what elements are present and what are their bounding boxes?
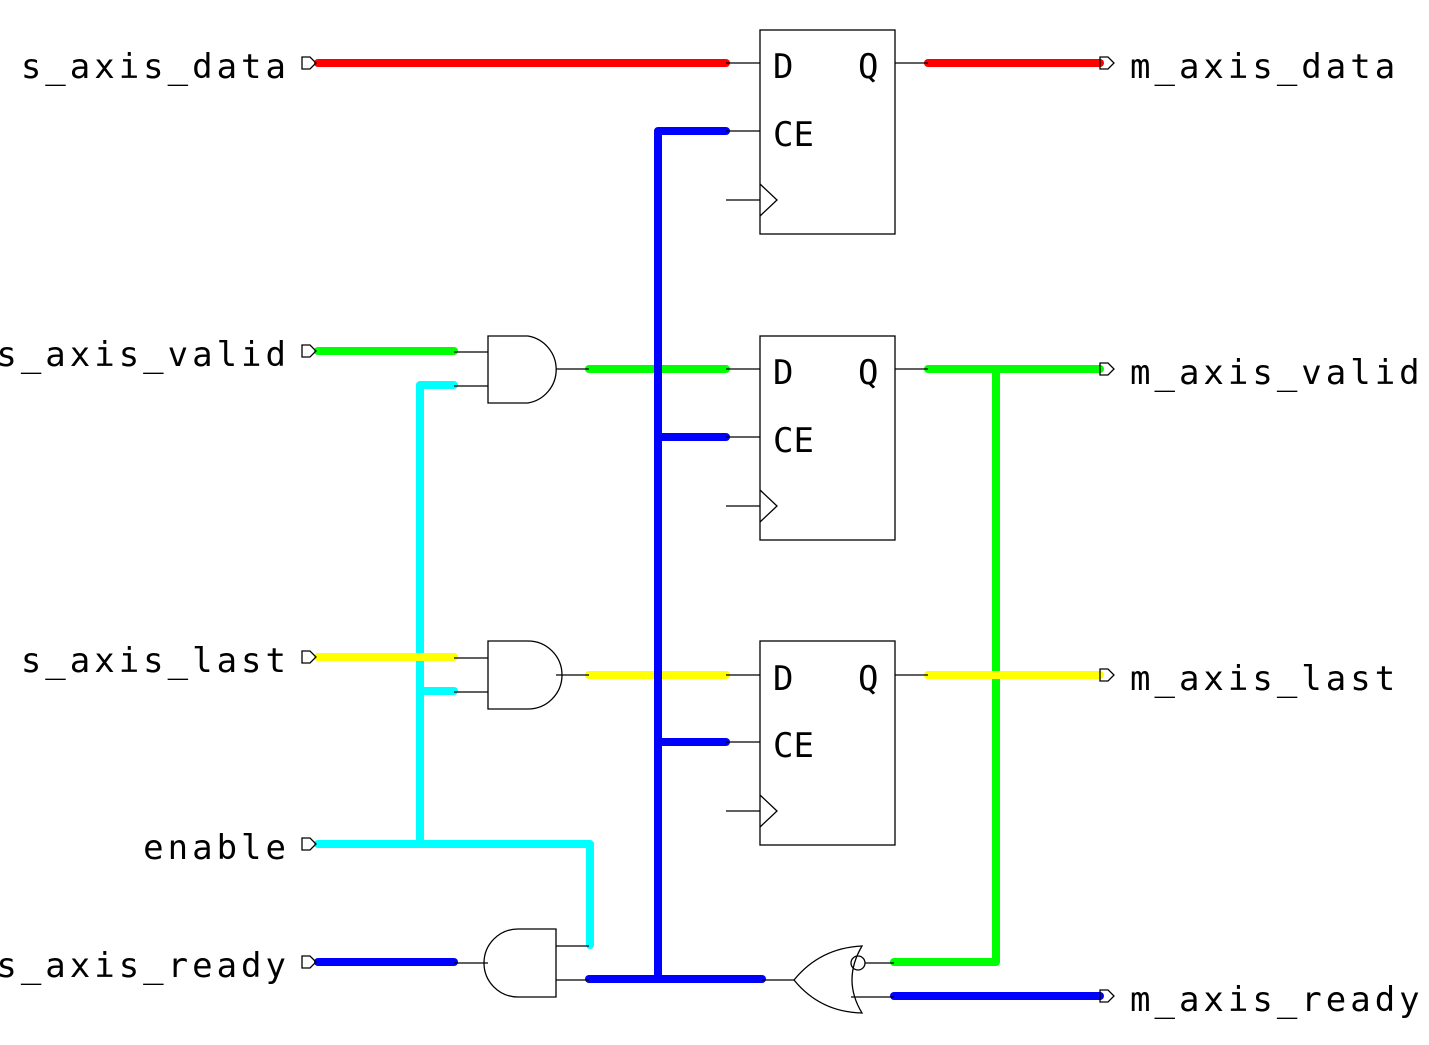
- and-gate-icon: [487, 640, 563, 710]
- port-label: s_axis_ready: [0, 946, 290, 986]
- wire-enable-main: [314, 840, 594, 949]
- port-label: s_axis_valid: [0, 335, 290, 375]
- net-ce: [314, 127, 1104, 1000]
- pin-ce: CE: [773, 115, 814, 155]
- port-arrow-icon: [301, 955, 317, 969]
- and-gate-last: [454, 640, 589, 710]
- port-arrow-icon: [301, 837, 317, 851]
- pin-q: Q: [858, 659, 878, 699]
- port-arrow-icon: [1099, 668, 1115, 682]
- pin-q: Q: [858, 47, 878, 87]
- input-port-enable: enable: [143, 828, 317, 868]
- output-port-m-axis-valid: m_axis_valid: [1099, 353, 1424, 393]
- port-arrow-icon: [1099, 989, 1115, 1003]
- port-label: m_axis_last: [1130, 659, 1399, 699]
- port-label: s_axis_last: [21, 641, 290, 681]
- flipflop-data: D Q CE: [726, 29, 928, 235]
- output-port-m-axis-data: m_axis_data: [1099, 47, 1399, 87]
- and-gate-icon: [483, 928, 557, 998]
- clock-triangle-icon: [759, 489, 778, 523]
- net-last: [314, 653, 1104, 679]
- or-gate-icon: [793, 945, 864, 1014]
- flipflop-last: D Q CE: [726, 640, 928, 846]
- port-arrow-icon: [301, 56, 317, 70]
- port-arrow-icon: [1099, 362, 1115, 376]
- or-gate-ready: [762, 945, 894, 1014]
- port-label: m_axis_ready: [1130, 980, 1424, 1020]
- flipflop-body: [759, 29, 896, 235]
- wire-ce-trunk: [654, 127, 730, 983]
- wire-valid-feedback: [890, 365, 1000, 966]
- pin-d: D: [773, 47, 793, 87]
- port-label: m_axis_data: [1130, 47, 1399, 87]
- input-port-s-axis-data: s_axis_data: [21, 47, 317, 87]
- port-label: enable: [143, 828, 290, 868]
- port-arrow-icon: [1099, 56, 1115, 70]
- and-gate-valid: [454, 335, 589, 404]
- wire-enable-trunk: [416, 381, 458, 848]
- port-label: s_axis_data: [21, 47, 290, 87]
- pin-d: D: [773, 659, 793, 699]
- pin-ce: CE: [773, 726, 814, 766]
- net-enable: [314, 381, 594, 949]
- input-port-s-axis-valid: s_axis_valid: [0, 335, 317, 375]
- inverter-bubble-icon: [850, 955, 866, 971]
- pin-q: Q: [858, 353, 878, 393]
- output-port-m-axis-last: m_axis_last: [1099, 659, 1399, 699]
- and-gate-icon: [487, 335, 557, 404]
- clock-triangle-icon: [759, 183, 778, 217]
- pin-ce: CE: [773, 421, 814, 461]
- output-port-m-axis-ready: m_axis_ready: [1099, 980, 1424, 1020]
- port-arrow-icon: [301, 650, 317, 664]
- flipflop-body: [759, 335, 896, 541]
- flipflop-body: [759, 640, 896, 846]
- port-label: m_axis_valid: [1130, 353, 1424, 393]
- port-arrow-icon: [301, 344, 317, 358]
- input-port-s-axis-last: s_axis_last: [21, 641, 317, 681]
- and-gate-ready: [454, 928, 589, 998]
- flipflop-valid: D Q CE: [726, 335, 928, 541]
- input-port-s-axis-ready: s_axis_ready: [0, 946, 317, 986]
- pin-d: D: [773, 353, 793, 393]
- clock-triangle-icon: [759, 794, 778, 828]
